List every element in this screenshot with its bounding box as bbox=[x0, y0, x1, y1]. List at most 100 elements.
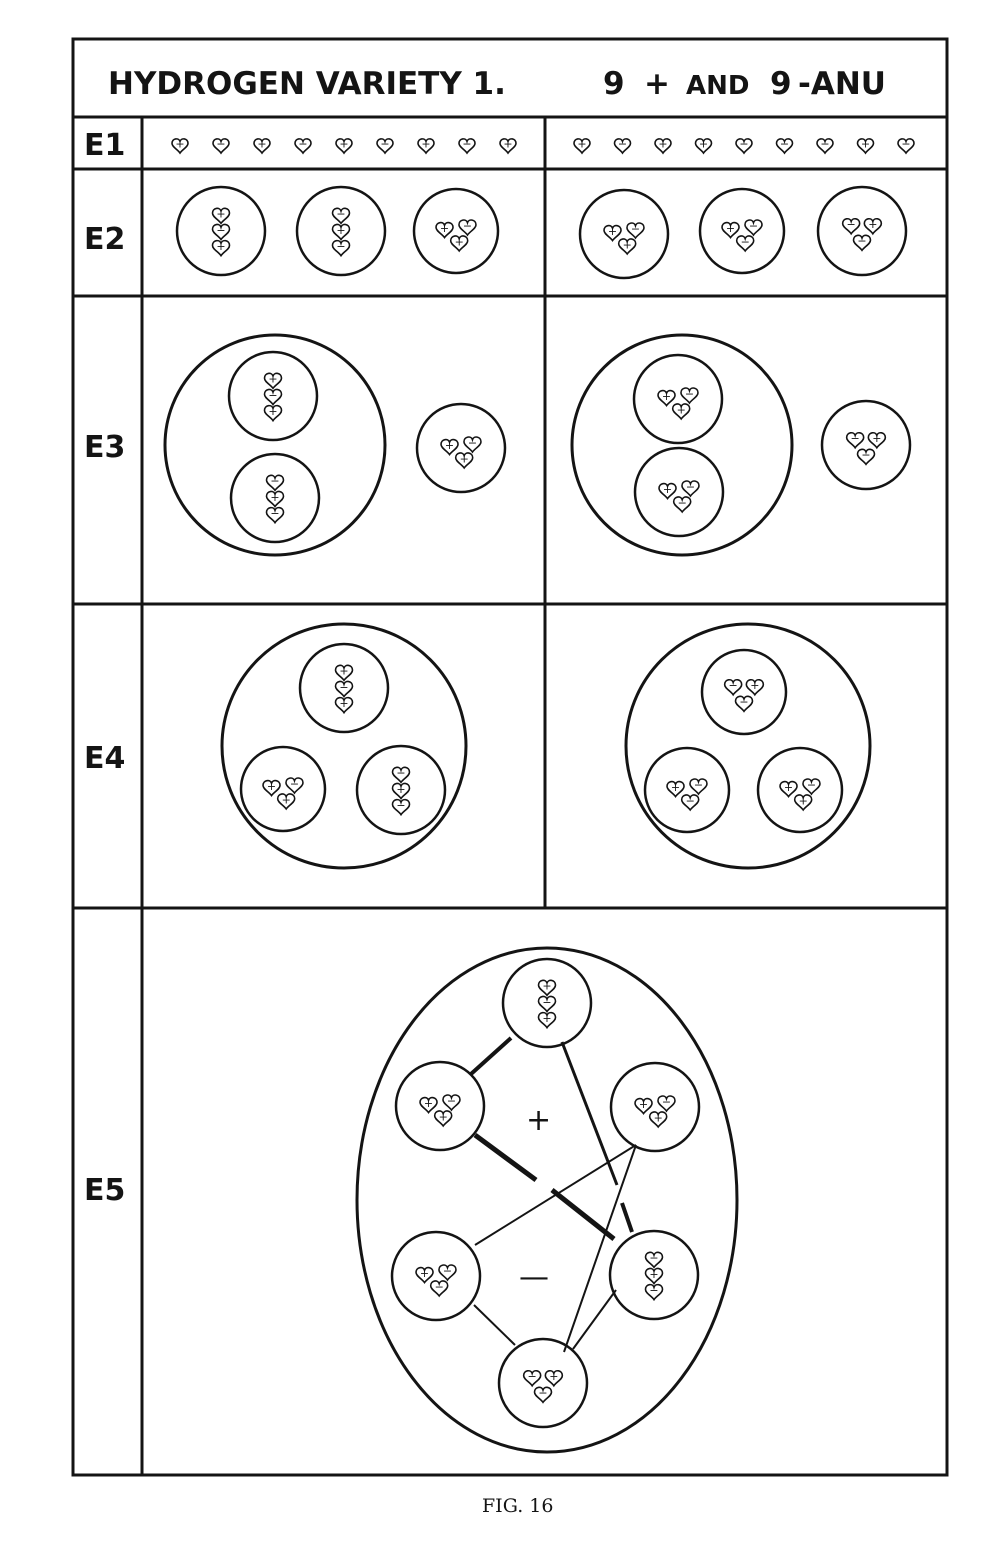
positive-anu-icon: + bbox=[276, 793, 296, 811]
positive-anu-icon: + bbox=[417, 138, 435, 155]
negative-anu-icon: − bbox=[802, 778, 821, 796]
positive-anu-icon: + bbox=[449, 235, 469, 253]
negative-anu-icon: − bbox=[672, 496, 692, 514]
svg-text:−: − bbox=[336, 240, 345, 253]
positive-anu-icon: + bbox=[671, 403, 691, 421]
svg-text:−: − bbox=[741, 235, 750, 248]
svg-text:+: + bbox=[339, 665, 348, 678]
svg-text:−: − bbox=[807, 778, 816, 791]
svg-text:−: − bbox=[463, 219, 472, 232]
positive-anu-icon: + bbox=[537, 1011, 557, 1030]
negative-anu-icon: − bbox=[391, 798, 411, 817]
svg-text:+: + bbox=[699, 138, 708, 151]
svg-text:+: + bbox=[257, 138, 266, 151]
svg-text:+: + bbox=[267, 780, 276, 793]
svg-text:+: + bbox=[542, 1012, 551, 1025]
triplet-triangle-circle bbox=[497, 1337, 589, 1429]
svg-text:−: − bbox=[662, 1095, 671, 1108]
triplet-column-circle bbox=[295, 185, 387, 277]
negative-anu-icon: − bbox=[852, 234, 872, 252]
positive-anu-icon: + bbox=[654, 138, 672, 155]
title-count-minus: 9 bbox=[770, 66, 792, 102]
triplet-triangle-circle bbox=[632, 353, 724, 445]
svg-text:+: + bbox=[662, 390, 671, 403]
svg-text:+: + bbox=[577, 138, 586, 151]
negative-anu-icon: − bbox=[533, 1386, 553, 1404]
triplet-column-circle bbox=[298, 642, 390, 734]
svg-text:+: + bbox=[726, 222, 735, 235]
svg-text:+: + bbox=[654, 1111, 663, 1124]
positive-anu-icon: + bbox=[263, 404, 283, 423]
row-label-e3: E3 bbox=[84, 430, 125, 465]
svg-text:−: − bbox=[462, 138, 471, 151]
svg-text:−: − bbox=[686, 480, 695, 493]
negative-anu-icon: − bbox=[265, 474, 285, 492]
svg-text:−: − bbox=[685, 387, 694, 400]
title-plus: + bbox=[644, 66, 670, 102]
svg-text:+: + bbox=[216, 208, 225, 221]
positive-anu-icon: + bbox=[745, 678, 765, 697]
triplet-column-circle bbox=[175, 185, 267, 277]
svg-text:−: − bbox=[339, 681, 348, 694]
title-main: HYDROGEN VARIETY 1. bbox=[108, 66, 506, 102]
positive-anu-icon: + bbox=[721, 221, 740, 240]
figure-caption: FIG. 16 bbox=[482, 1495, 553, 1517]
negative-anu-icon: − bbox=[537, 995, 557, 1013]
negative-anu-icon: − bbox=[458, 138, 476, 155]
svg-text:+: + bbox=[639, 1098, 648, 1111]
negative-anu-icon: − bbox=[841, 217, 861, 236]
svg-text:+: + bbox=[268, 373, 277, 386]
svg-text:+: + bbox=[445, 439, 454, 452]
positive-anu-icon: + bbox=[648, 1111, 668, 1129]
triplet-column-circle bbox=[501, 957, 593, 1049]
svg-text:+: + bbox=[339, 138, 348, 151]
positive-anu-icon: + bbox=[171, 138, 189, 155]
row-label-e5: E5 bbox=[84, 1173, 125, 1208]
title-and: AND bbox=[686, 71, 749, 101]
negative-anu-icon: − bbox=[463, 436, 482, 454]
triplet-column-circle bbox=[229, 452, 321, 544]
svg-text:−: − bbox=[396, 799, 405, 812]
title-count-plus: 9 bbox=[603, 66, 625, 102]
positive-anu-icon: + bbox=[617, 238, 637, 256]
svg-text:−: − bbox=[542, 996, 551, 1009]
triplet-triangle-circle bbox=[820, 399, 912, 491]
svg-text:−: − bbox=[739, 696, 748, 709]
positive-anu-icon: + bbox=[666, 780, 685, 799]
row-label-e1: E1 bbox=[84, 128, 125, 163]
svg-text:−: − bbox=[649, 1284, 658, 1297]
positive-anu-icon: + bbox=[262, 779, 281, 798]
negative-anu-icon: − bbox=[458, 219, 477, 237]
positive-anu-icon: + bbox=[499, 138, 517, 155]
svg-text:−: − bbox=[739, 138, 748, 151]
negative-anu-icon: − bbox=[734, 695, 754, 713]
negative-anu-icon: − bbox=[613, 138, 632, 155]
positive-anu-icon: + bbox=[793, 794, 813, 812]
negative-anu-icon: − bbox=[775, 138, 794, 155]
positive-anu-icon: + bbox=[779, 780, 798, 799]
positive-anu-icon: + bbox=[263, 372, 283, 390]
e5-bond bbox=[563, 1144, 637, 1353]
e4-large-circle-left bbox=[220, 622, 468, 870]
e1-anu-row-right: +−++−−−+− bbox=[573, 138, 915, 155]
positive-anu-icon: + bbox=[440, 438, 459, 457]
positive-anu-icon: + bbox=[265, 490, 285, 508]
positive-anu-icon: + bbox=[334, 664, 354, 682]
svg-text:−: − bbox=[851, 432, 860, 445]
negative-anu-icon: − bbox=[212, 138, 230, 155]
negative-anu-icon: − bbox=[845, 431, 865, 450]
svg-text:+: + bbox=[784, 781, 793, 794]
positive-anu-icon: + bbox=[391, 782, 411, 800]
svg-text:+: + bbox=[421, 138, 430, 151]
negative-anu-icon: − bbox=[438, 1264, 457, 1282]
svg-text:−: − bbox=[216, 138, 225, 151]
e3-large-circle-left bbox=[163, 333, 387, 557]
negative-anu-icon: − bbox=[816, 138, 834, 155]
svg-text:−: − bbox=[290, 777, 299, 790]
svg-text:−: − bbox=[618, 138, 627, 151]
e5-bond bbox=[474, 1144, 637, 1246]
positive-anu-icon: + bbox=[694, 138, 713, 155]
positive-anu-icon: + bbox=[634, 1097, 653, 1116]
positive-anu-icon: + bbox=[211, 207, 231, 225]
svg-text:+: + bbox=[799, 794, 808, 807]
